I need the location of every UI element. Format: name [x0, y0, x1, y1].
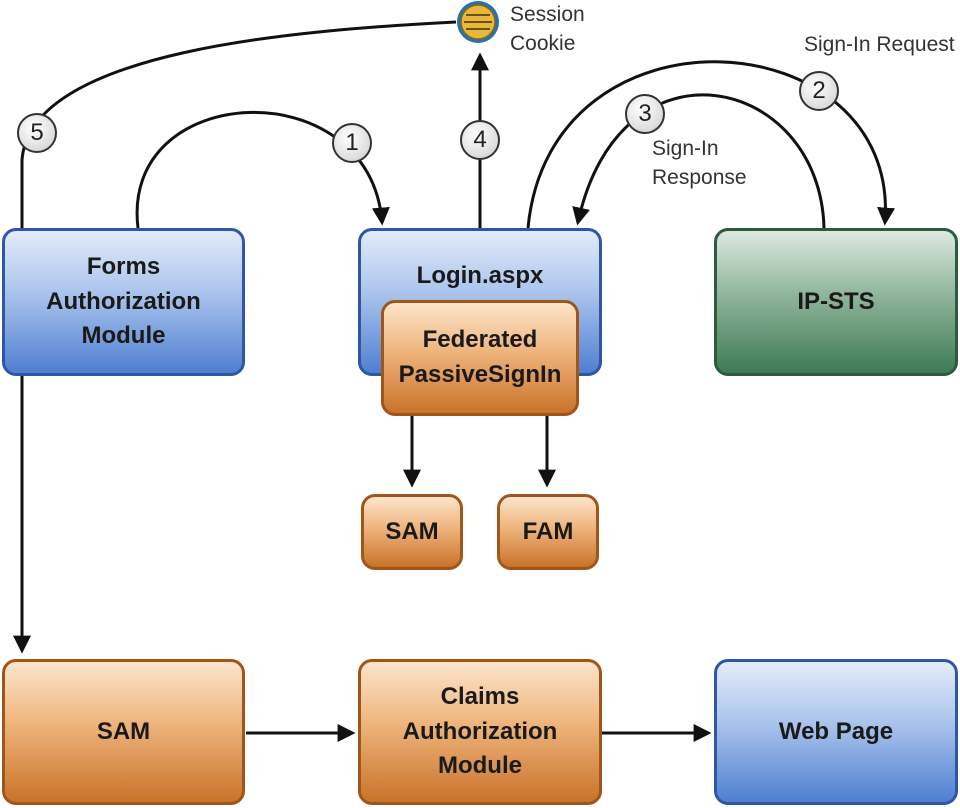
step-badge-1: 1 [332, 123, 372, 163]
federated-passive-signin-box: Federated PassiveSignIn [381, 300, 579, 416]
claims-authorization-module-label: Claims Authorization Module [402, 682, 558, 780]
claims-authorization-module-box: Claims Authorization Module [358, 659, 602, 805]
login-aspx-label: Login.aspx [416, 262, 544, 289]
web-page-box: Web Page [714, 659, 958, 805]
arrow-step-1 [135, 111, 390, 229]
sign-in-request-label: Sign-In Request [804, 33, 955, 56]
session-cookie-label: Session Cookie [510, 3, 585, 56]
session-cookie-icon [457, 1, 499, 43]
federated-passive-signin-label: Federated PassiveSignIn [398, 326, 562, 388]
ip-sts-label: IP-STS [797, 287, 875, 315]
forms-authorization-module-label: Forms Authorization Module [46, 252, 201, 350]
ip-sts-box: IP-STS [714, 228, 958, 376]
web-page-label: Web Page [778, 717, 894, 745]
step-badge-5: 5 [17, 113, 57, 153]
sam-bottom-box: SAM [2, 659, 245, 805]
arrow-step-2 [526, 60, 896, 229]
sam-small-box: SAM [361, 494, 463, 570]
forms-authorization-module-box: Forms Authorization Module [2, 228, 245, 376]
fam-small-label: FAM [522, 517, 574, 545]
step-badge-3: 3 [625, 94, 665, 134]
step-badge-4: 4 [460, 120, 500, 160]
sam-small-label: SAM [385, 517, 439, 545]
sign-in-response-label: Sign-In Response [652, 137, 747, 190]
arrow-step-3 [572, 93, 826, 229]
sam-bottom-label: SAM [96, 717, 151, 745]
step-badge-2: 2 [799, 71, 839, 111]
fam-small-box: FAM [497, 494, 599, 570]
